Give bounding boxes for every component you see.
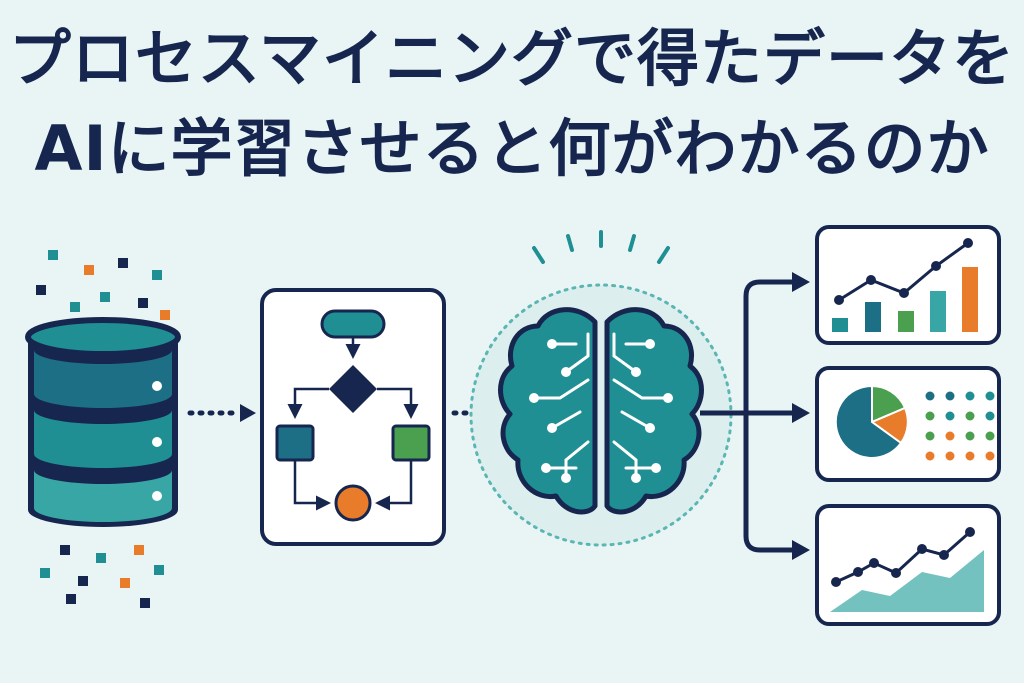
thinking-rays [532, 230, 670, 264]
data-particles-bottom [40, 545, 164, 608]
branch-arrowheads [792, 272, 810, 560]
pie-dot-chart-icon [815, 366, 1001, 482]
process-flow-icon [260, 288, 446, 546]
data-particles-top [36, 250, 170, 320]
database-icon [25, 317, 181, 527]
title-line-2: AIに学習させると何がわかるのか [34, 112, 990, 185]
brain-circuit-icon [469, 230, 733, 547]
branch-arrows [700, 279, 796, 553]
title-line-1: プロセスマイニングで得たデータを [8, 22, 1016, 95]
line-bar-chart-icon [815, 225, 1001, 345]
area-line-chart-icon [815, 504, 1001, 626]
dotted-arrow-1 [187, 404, 256, 422]
dot-matrix [925, 391, 995, 461]
